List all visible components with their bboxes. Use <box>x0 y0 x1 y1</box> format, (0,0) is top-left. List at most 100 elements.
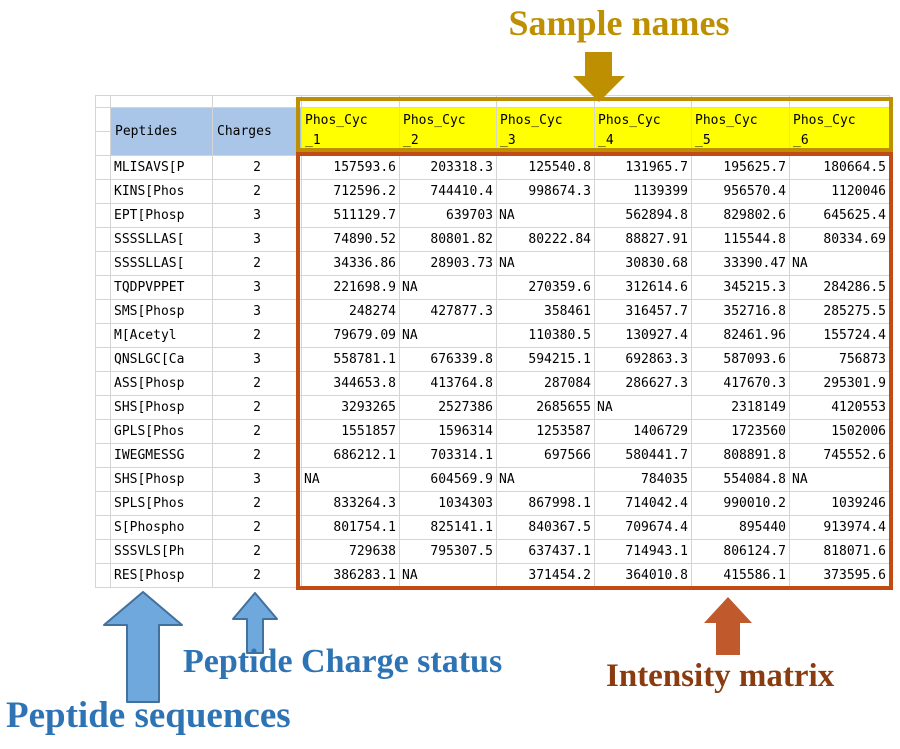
cell-intensity[interactable]: 79679.09 <box>302 324 400 348</box>
cell-intensity[interactable]: NA <box>497 252 595 276</box>
cell-intensity[interactable]: 913974.4 <box>790 516 890 540</box>
cell-intensity[interactable]: NA <box>497 468 595 492</box>
cell-intensity[interactable]: 80334.69 <box>790 228 890 252</box>
cell-intensity[interactable]: 784035 <box>595 468 692 492</box>
cell-intensity[interactable]: 352716.8 <box>692 300 790 324</box>
cell-intensity[interactable]: 286627.3 <box>595 372 692 396</box>
cell-peptide[interactable]: KINS[Phos <box>111 180 213 204</box>
cell-intensity[interactable]: 867998.1 <box>497 492 595 516</box>
cell-peptide[interactable]: MLISAVS[P <box>111 156 213 180</box>
cell-intensity[interactable]: 714042.4 <box>595 492 692 516</box>
cell-intensity[interactable]: 729638 <box>302 540 400 564</box>
cell-intensity[interactable]: 344653.8 <box>302 372 400 396</box>
cell-charge[interactable]: 3 <box>213 276 302 300</box>
cell-intensity[interactable]: 131965.7 <box>595 156 692 180</box>
cell-intensity[interactable]: 82461.96 <box>692 324 790 348</box>
cell-intensity[interactable]: 1034303 <box>400 492 497 516</box>
cell-intensity[interactable]: 1139399 <box>595 180 692 204</box>
cell-intensity[interactable]: 895440 <box>692 516 790 540</box>
cell-intensity[interactable]: 284286.5 <box>790 276 890 300</box>
cell-intensity[interactable]: 287084 <box>497 372 595 396</box>
cell-intensity[interactable]: 692863.3 <box>595 348 692 372</box>
cell-peptide[interactable]: SMS[Phosp <box>111 300 213 324</box>
cell-peptide[interactable]: SPLS[Phos <box>111 492 213 516</box>
cell-intensity[interactable]: 2318149 <box>692 396 790 420</box>
cell-intensity[interactable]: 221698.9 <box>302 276 400 300</box>
cell-intensity[interactable]: NA <box>302 468 400 492</box>
cell-charge[interactable]: 3 <box>213 468 302 492</box>
cell-charge[interactable]: 2 <box>213 372 302 396</box>
cell-intensity[interactable]: 364010.8 <box>595 564 692 588</box>
cell-intensity[interactable]: 358461 <box>497 300 595 324</box>
cell-intensity[interactable]: NA <box>595 396 692 420</box>
cell-intensity[interactable]: 386283.1 <box>302 564 400 588</box>
cell-peptide[interactable]: QNSLGC[Ca <box>111 348 213 372</box>
cell-charge[interactable]: 2 <box>213 516 302 540</box>
cell-charge[interactable]: 3 <box>213 228 302 252</box>
cell-intensity[interactable]: 990010.2 <box>692 492 790 516</box>
cell-intensity[interactable]: 818071.6 <box>790 540 890 564</box>
cell-charge[interactable]: 2 <box>213 324 302 348</box>
cell-intensity[interactable]: 34336.86 <box>302 252 400 276</box>
cell-intensity[interactable]: 270359.6 <box>497 276 595 300</box>
cell-charge[interactable]: 2 <box>213 540 302 564</box>
cell-intensity[interactable]: 413764.8 <box>400 372 497 396</box>
cell-intensity[interactable]: 3293265 <box>302 396 400 420</box>
cell-charge[interactable]: 3 <box>213 348 302 372</box>
cell-intensity[interactable]: 703314.1 <box>400 444 497 468</box>
cell-intensity[interactable]: 88827.91 <box>595 228 692 252</box>
cell-intensity[interactable]: 1253587 <box>497 420 595 444</box>
cell-intensity[interactable]: 744410.4 <box>400 180 497 204</box>
cell-intensity[interactable]: 1596314 <box>400 420 497 444</box>
cell-intensity[interactable]: 714943.1 <box>595 540 692 564</box>
cell-intensity[interactable]: 203318.3 <box>400 156 497 180</box>
cell-intensity[interactable]: 295301.9 <box>790 372 890 396</box>
cell-intensity[interactable]: 709674.4 <box>595 516 692 540</box>
column-header-sample[interactable]: Phos_Cyc_5 <box>692 108 790 156</box>
cell-intensity[interactable]: NA <box>400 324 497 348</box>
cell-intensity[interactable]: 30830.68 <box>595 252 692 276</box>
cell-charge[interactable]: 2 <box>213 156 302 180</box>
cell-charge[interactable]: 2 <box>213 252 302 276</box>
cell-intensity[interactable]: 998674.3 <box>497 180 595 204</box>
column-header-sample[interactable]: Phos_Cyc_6 <box>790 108 890 156</box>
cell-intensity[interactable]: 587093.6 <box>692 348 790 372</box>
cell-intensity[interactable]: 1551857 <box>302 420 400 444</box>
cell-intensity[interactable]: 594215.1 <box>497 348 595 372</box>
cell-intensity[interactable]: 756873 <box>790 348 890 372</box>
cell-intensity[interactable]: 130927.4 <box>595 324 692 348</box>
cell-intensity[interactable]: 1723560 <box>692 420 790 444</box>
cell-peptide[interactable]: SSSSLLAS[ <box>111 252 213 276</box>
cell-intensity[interactable]: 580441.7 <box>595 444 692 468</box>
cell-intensity[interactable]: 833264.3 <box>302 492 400 516</box>
cell-intensity[interactable]: 2685655 <box>497 396 595 420</box>
cell-intensity[interactable]: 712596.2 <box>302 180 400 204</box>
cell-peptide[interactable]: SHS[Phosp <box>111 468 213 492</box>
cell-intensity[interactable]: 155724.4 <box>790 324 890 348</box>
column-header-peptides[interactable]: Peptides <box>111 108 213 156</box>
cell-peptide[interactable]: EPT[Phosp <box>111 204 213 228</box>
cell-intensity[interactable]: 795307.5 <box>400 540 497 564</box>
cell-peptide[interactable]: TQDPVPPET <box>111 276 213 300</box>
cell-peptide[interactable]: GPLS[Phos <box>111 420 213 444</box>
cell-intensity[interactable]: 110380.5 <box>497 324 595 348</box>
cell-intensity[interactable]: 1502006 <box>790 420 890 444</box>
cell-intensity[interactable]: 956570.4 <box>692 180 790 204</box>
column-header-charges[interactable]: Charges <box>213 108 302 156</box>
cell-intensity[interactable]: 80801.82 <box>400 228 497 252</box>
cell-intensity[interactable]: 1406729 <box>595 420 692 444</box>
cell-intensity[interactable]: 511129.7 <box>302 204 400 228</box>
cell-intensity[interactable]: 195625.7 <box>692 156 790 180</box>
column-header-sample[interactable]: Phos_Cyc_3 <box>497 108 595 156</box>
cell-intensity[interactable]: 806124.7 <box>692 540 790 564</box>
cell-intensity[interactable]: NA <box>790 252 890 276</box>
cell-peptide[interactable]: RES[Phosp <box>111 564 213 588</box>
cell-intensity[interactable]: 554084.8 <box>692 468 790 492</box>
cell-intensity[interactable]: 745552.6 <box>790 444 890 468</box>
cell-peptide[interactable]: SSSSLLAS[ <box>111 228 213 252</box>
cell-peptide[interactable]: SHS[Phosp <box>111 396 213 420</box>
cell-charge[interactable]: 2 <box>213 444 302 468</box>
cell-intensity[interactable]: 2527386 <box>400 396 497 420</box>
cell-peptide[interactable]: SSSVLS[Ph <box>111 540 213 564</box>
cell-intensity[interactable]: 74890.52 <box>302 228 400 252</box>
